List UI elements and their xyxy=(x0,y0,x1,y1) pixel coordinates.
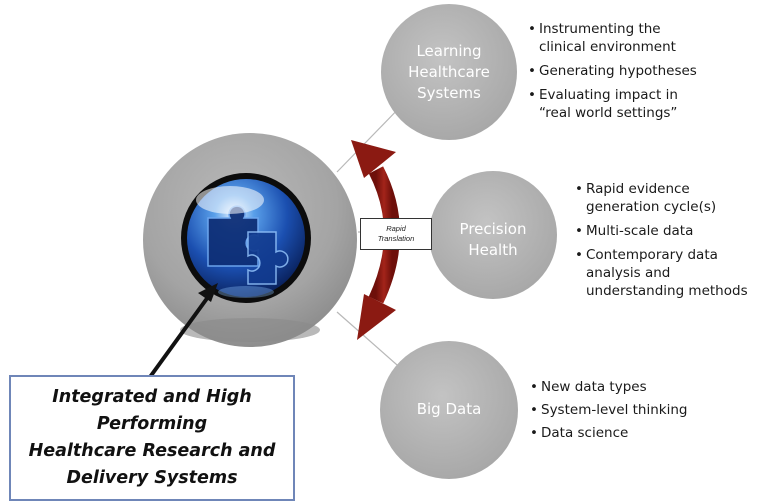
bullet-item: •Generating hypotheses xyxy=(528,63,697,79)
pointer-arrow xyxy=(148,283,218,379)
bullet-item: •System-level thinking xyxy=(530,402,688,418)
central-circle-shadow xyxy=(180,318,320,342)
node-circle-big-data xyxy=(380,341,518,479)
puzzle-pieces-icon xyxy=(181,173,311,303)
main-label-box: Integrated and High Performing Healthcar… xyxy=(9,375,295,501)
learning-healthcare-systems-label: Learning Healthcare Systems xyxy=(408,42,490,102)
precision-health-label: Precision Health xyxy=(459,220,527,259)
bullet-item: •Multi-scale data xyxy=(575,223,694,239)
node-circle-learning-healthcare xyxy=(381,4,517,140)
bullet-item: •Evaluating impact in“real world setting… xyxy=(528,87,678,121)
big-data-bullets: •New data types •System-level thinking •… xyxy=(530,378,760,442)
bullet-item: •New data types xyxy=(530,379,647,395)
connector-line-top xyxy=(336,101,406,173)
big-data-label: Big Data xyxy=(416,400,482,418)
connector-line-bottom xyxy=(336,311,406,373)
main-label-text: Integrated and High Performing Healthcar… xyxy=(28,387,276,488)
bullet-item: •Data science xyxy=(530,425,629,441)
node-circle-precision-health xyxy=(429,171,557,299)
rapid-translation-label: Rapid Translation xyxy=(360,218,432,250)
